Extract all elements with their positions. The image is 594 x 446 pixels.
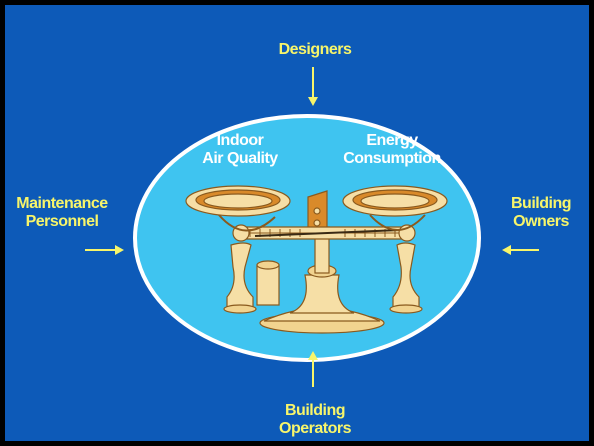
label-building-operators: Building Operators	[260, 402, 370, 438]
label-line: Consumption	[343, 150, 441, 167]
label-maintenance-personnel: Maintenance Personnel	[7, 195, 117, 231]
label-line: Energy	[366, 132, 418, 149]
label-line: Building	[285, 402, 345, 419]
label-line: Building	[511, 195, 571, 212]
label-line: Owners	[513, 213, 569, 230]
diagram-canvas	[85, 67, 539, 387]
label-line: Air Quality	[202, 150, 278, 167]
label-line: Operators	[279, 420, 351, 437]
label-line: Designers	[278, 41, 352, 58]
label-indoor-air-quality: Indoor Air Quality	[185, 132, 295, 168]
label-designers: Designers	[260, 41, 370, 59]
label-line: Indoor	[216, 132, 264, 149]
arrow-right-icon	[85, 245, 124, 255]
balance-scale-icon	[185, 185, 448, 334]
arrow-left-icon	[502, 245, 539, 255]
arrow-up-icon	[308, 351, 318, 387]
label-energy-consumption: Energy Consumption	[332, 132, 452, 168]
label-line: Personnel	[25, 213, 99, 230]
label-line: Maintenance	[16, 195, 108, 212]
arrow-down-icon	[308, 67, 318, 106]
slide: Designers Maintenance Personnel Building…	[5, 5, 589, 441]
label-building-owners: Building Owners	[495, 195, 587, 231]
